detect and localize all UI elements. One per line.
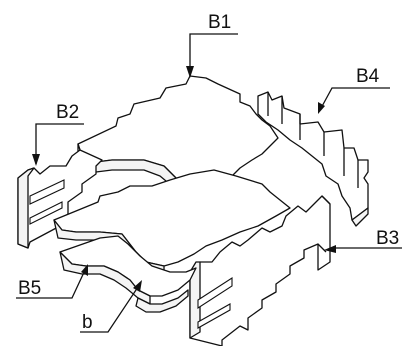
arrowhead-b xyxy=(133,280,142,292)
arrowhead-b2 xyxy=(32,154,40,166)
leader-b1 xyxy=(189,33,238,76)
leader-b5 xyxy=(16,267,87,299)
arrowhead-b5 xyxy=(81,264,88,276)
leader-b2 xyxy=(35,123,84,164)
arrowhead-b4 xyxy=(318,102,325,114)
label-b5: B5 xyxy=(18,278,41,299)
label-b: b xyxy=(82,312,93,333)
label-b3: B3 xyxy=(376,228,399,249)
label-b4: B4 xyxy=(356,66,380,87)
leader-lines xyxy=(16,33,402,333)
arrowhead-b3 xyxy=(324,245,336,253)
label-b1: B1 xyxy=(208,12,231,33)
part-b4-rear-wall xyxy=(257,91,369,227)
leader-b xyxy=(80,283,141,333)
part-b3-side-wall xyxy=(189,195,331,347)
arrowhead-b1 xyxy=(186,66,194,78)
part-b5-bottom-plate xyxy=(59,235,197,313)
part-b2-side-wall xyxy=(17,149,103,249)
leader-b4 xyxy=(319,87,390,111)
label-b2: B2 xyxy=(56,102,79,123)
